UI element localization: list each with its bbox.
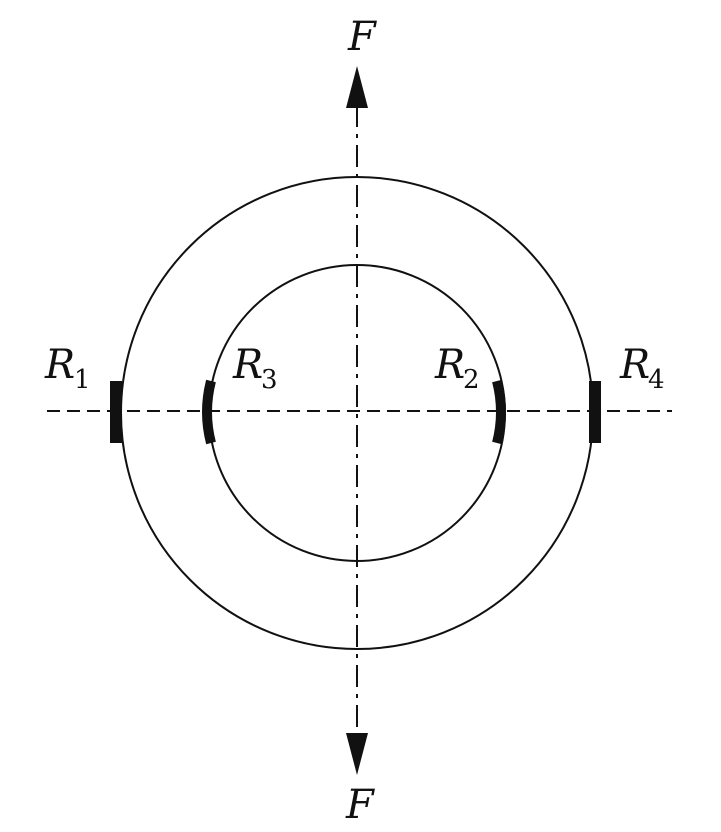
label-r2-sub: 2 xyxy=(463,365,480,395)
label-r3-sub: 3 xyxy=(261,365,278,395)
label-r2-letter: R xyxy=(434,342,465,388)
label-r1-letter: R xyxy=(44,342,75,388)
label-r2: R 2 xyxy=(434,342,480,395)
label-r3-letter: R xyxy=(232,342,263,388)
force-label-bottom: F xyxy=(345,782,375,828)
label-r4-letter: R xyxy=(619,342,650,388)
strain-gauge-r3 xyxy=(202,379,216,445)
strain-gauge-r4 xyxy=(589,381,601,443)
strain-gauge-r2 xyxy=(492,379,506,445)
label-r4: R 4 xyxy=(619,342,665,395)
label-r3: R 3 xyxy=(232,342,278,395)
force-arrow-up xyxy=(346,66,368,108)
force-arrow-down xyxy=(346,733,368,775)
label-r1: R 1 xyxy=(44,342,91,395)
label-r4-sub: 4 xyxy=(648,365,665,395)
label-r1-sub: 1 xyxy=(74,365,91,395)
force-label-top: F xyxy=(347,14,377,60)
strain-gauge-r1 xyxy=(110,381,122,443)
outer-ring xyxy=(120,176,594,650)
